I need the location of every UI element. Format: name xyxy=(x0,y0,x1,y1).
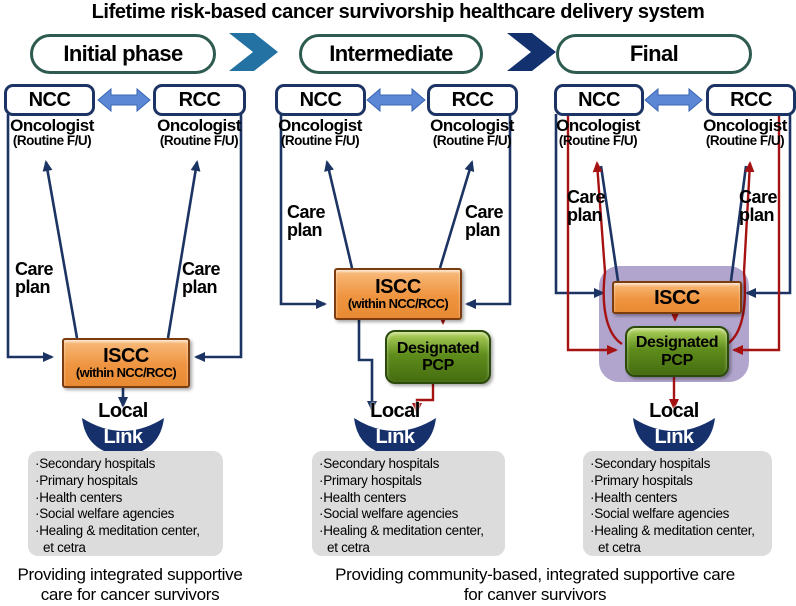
iscc-subtitle: (within NCC/RCC) xyxy=(347,296,449,312)
oncologist-title: Oncologist xyxy=(430,116,514,135)
oncologist-title: Oncologist xyxy=(703,116,787,135)
oncologist-label: Oncologist (Routine F/U) xyxy=(694,117,796,148)
chevron-right-icon xyxy=(229,33,278,71)
service-item: Health centers xyxy=(35,490,217,507)
intermediate-phase-connectors xyxy=(279,114,512,414)
local-label: Local xyxy=(649,400,699,422)
caption-line: for canver survivors xyxy=(463,585,607,605)
oncologist-label: Oncologist (Routine F/U) xyxy=(268,117,372,148)
service-item: Health centers xyxy=(590,490,766,507)
pcp-title: PCP xyxy=(661,351,693,369)
caption-line: Providing community-based, integrated su… xyxy=(335,565,735,584)
local-link-crescent xyxy=(354,418,436,456)
oncologist-label: Oncologist (Routine F/U) xyxy=(420,117,524,148)
routine-fu-label: (Routine F/U) xyxy=(280,133,360,149)
rcc-box: RCC xyxy=(706,84,796,116)
iscc-title: ISCC xyxy=(375,276,421,299)
care-plan-label: Care plan xyxy=(739,187,778,225)
care-plan-label: Care plan xyxy=(465,202,504,240)
caption-line: Providing integrated supportive xyxy=(17,565,243,584)
chevron-right-icon xyxy=(507,33,556,71)
service-item: Healing & meditation center, xyxy=(590,523,766,540)
service-item: Primary hospitals xyxy=(590,473,766,490)
oncologist-label: Oncologist (Routine F/U) xyxy=(147,117,251,148)
service-item: Social welfare agencies xyxy=(319,506,499,523)
local-label: Local xyxy=(370,400,420,422)
local-label: Local xyxy=(98,400,148,422)
service-item: Secondary hospitals xyxy=(35,456,217,473)
iscc-title: ISCC xyxy=(103,345,149,368)
double-arrow-icon xyxy=(644,87,703,113)
phase-pill-intermediate: Intermediate xyxy=(299,34,483,74)
caption-line: care for cancer survivors xyxy=(40,585,220,605)
double-arrow-icon xyxy=(366,87,426,113)
local-link-crescent xyxy=(82,418,164,456)
service-item: et cetra xyxy=(327,539,370,555)
phase-caption: Providing community-based, integrated su… xyxy=(290,565,780,605)
iscc-box: ISCC (within NCC/RCC) xyxy=(334,268,462,320)
services-box: Secondary hospitals Primary hospitals He… xyxy=(583,451,772,556)
oncologist-label: Oncologist (Routine F/U) xyxy=(0,117,104,148)
iscc-box: ISCC (within NCC/RCC) xyxy=(62,338,190,388)
service-item: Social welfare agencies xyxy=(590,506,766,523)
phase-caption: Providing integrated supportive care for… xyxy=(2,565,258,605)
link-label: Link xyxy=(375,426,415,448)
phase-pill-final: Final xyxy=(556,34,752,74)
oncologist-title: Oncologist xyxy=(556,116,640,135)
service-item: et cetra xyxy=(43,539,86,555)
local-link-crescent xyxy=(633,418,715,456)
oncologist-label: Oncologist (Routine F/U) xyxy=(546,117,650,148)
initial-phase-connectors xyxy=(6,114,243,408)
ncc-box: NCC xyxy=(554,84,644,116)
routine-fu-label: (Routine F/U) xyxy=(432,133,512,149)
service-item: Primary hospitals xyxy=(319,473,499,490)
routine-fu-label: (Routine F/U) xyxy=(558,133,638,149)
service-item: Secondary hospitals xyxy=(590,456,766,473)
designated-pcp-box: Designated PCP xyxy=(385,330,491,384)
final-phase-connectors xyxy=(554,114,792,410)
iscc-box: ISCC xyxy=(612,281,742,314)
diagram-title: Lifetime risk-based cancer survivorship … xyxy=(91,1,705,23)
phase-chevron-icons xyxy=(229,33,556,71)
ncc-box: NCC xyxy=(4,84,95,116)
double-arrow-icon xyxy=(97,87,151,113)
care-plan-label: Care plan xyxy=(287,202,326,240)
service-item: Healing & meditation center, xyxy=(319,523,499,540)
routine-fu-label: (Routine F/U) xyxy=(12,133,92,149)
care-plan-label: Care plan xyxy=(15,259,54,297)
service-item: et cetra xyxy=(598,539,641,555)
oncologist-title: Oncologist xyxy=(157,116,241,135)
ncc-box: NCC xyxy=(275,84,366,116)
services-box: Secondary hospitals Primary hospitals He… xyxy=(28,451,223,556)
rcc-box: RCC xyxy=(153,84,246,116)
service-item: Social welfare agencies xyxy=(35,506,217,523)
care-plan-label: Care plan xyxy=(182,259,221,297)
phase-pill-initial: Initial phase xyxy=(30,34,216,74)
oncologist-title: Oncologist xyxy=(10,116,94,135)
designated-pcp-box: Designated PCP xyxy=(625,326,729,377)
oncologist-title: Oncologist xyxy=(278,116,362,135)
service-item: Health centers xyxy=(319,490,499,507)
service-item: Primary hospitals xyxy=(35,473,217,490)
rcc-box: RCC xyxy=(427,84,518,116)
routine-fu-label: (Routine F/U) xyxy=(159,133,239,149)
services-box: Secondary hospitals Primary hospitals He… xyxy=(312,451,505,556)
local-link-crescents xyxy=(82,418,715,456)
pcp-title: Designated xyxy=(635,334,719,352)
link-label: Link xyxy=(654,426,694,448)
link-label: Link xyxy=(103,426,143,448)
ncc-rcc-double-arrows xyxy=(97,87,703,113)
service-item: Healing & meditation center, xyxy=(35,523,217,540)
iscc-title: ISCC xyxy=(654,286,700,309)
care-plan-label: Care plan xyxy=(567,187,606,225)
routine-fu-label: (Routine F/U) xyxy=(705,133,785,149)
pcp-title: PCP xyxy=(422,357,454,374)
pcp-title: Designated xyxy=(396,339,480,357)
iscc-subtitle: (within NCC/RCC) xyxy=(75,365,177,381)
service-item: Secondary hospitals xyxy=(319,456,499,473)
